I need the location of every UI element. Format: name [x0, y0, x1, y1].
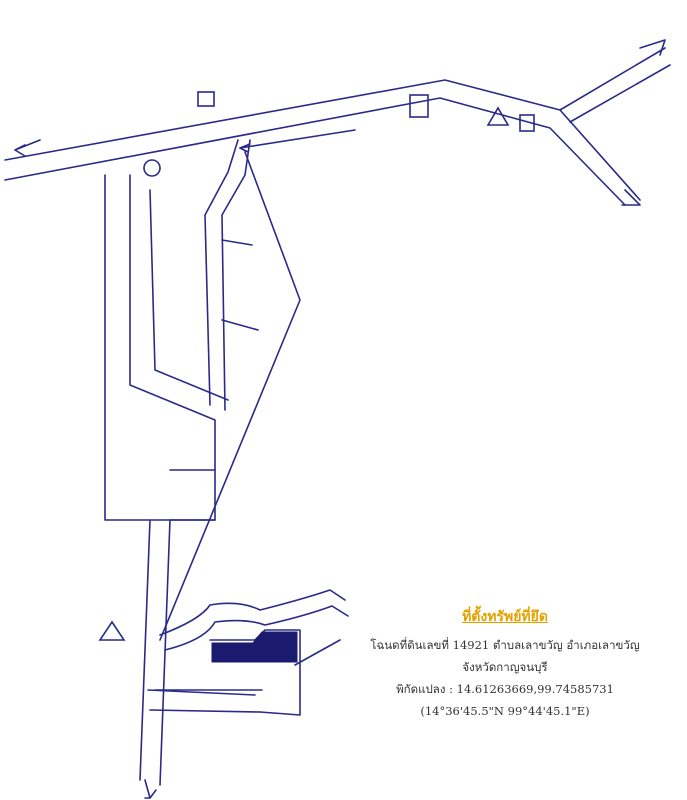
info-deed: โฉนดที่ดินเลขที่ 14921 ตำบลเลาขวัญ อำเภอ… [370, 638, 640, 652]
gas-pump-icon [143, 91, 215, 177]
loop-road [104, 139, 251, 521]
distance-arrow-top [239, 129, 356, 153]
info-province: จังหวัดกาญจนบุรี [462, 660, 548, 674]
arrow-icon [14, 39, 666, 799]
info-title: ที่ตั้งทรัพย์ที่ยึด [462, 609, 548, 625]
property-info-box: ที่ตั้งทรัพย์ที่ยึด โฉนดที่ดินเลขที่ 149… [355, 606, 655, 722]
canal [159, 589, 349, 651]
south-road [139, 519, 261, 786]
plot-boundary [209, 629, 301, 716]
seized-plot [211, 631, 298, 663]
temple-icon [98, 106, 510, 641]
info-coords: พิกัดแปลง : 14.61263669,99.74585731 [396, 682, 614, 696]
branch-road-north-east [559, 47, 671, 123]
main-road [4, 79, 641, 206]
distance-arrow-diagonal [159, 151, 301, 641]
building-icon [409, 94, 535, 132]
info-dms: (14°36'45.5"N 99°44'45.1"E) [420, 704, 590, 718]
side-roads [169, 239, 259, 521]
